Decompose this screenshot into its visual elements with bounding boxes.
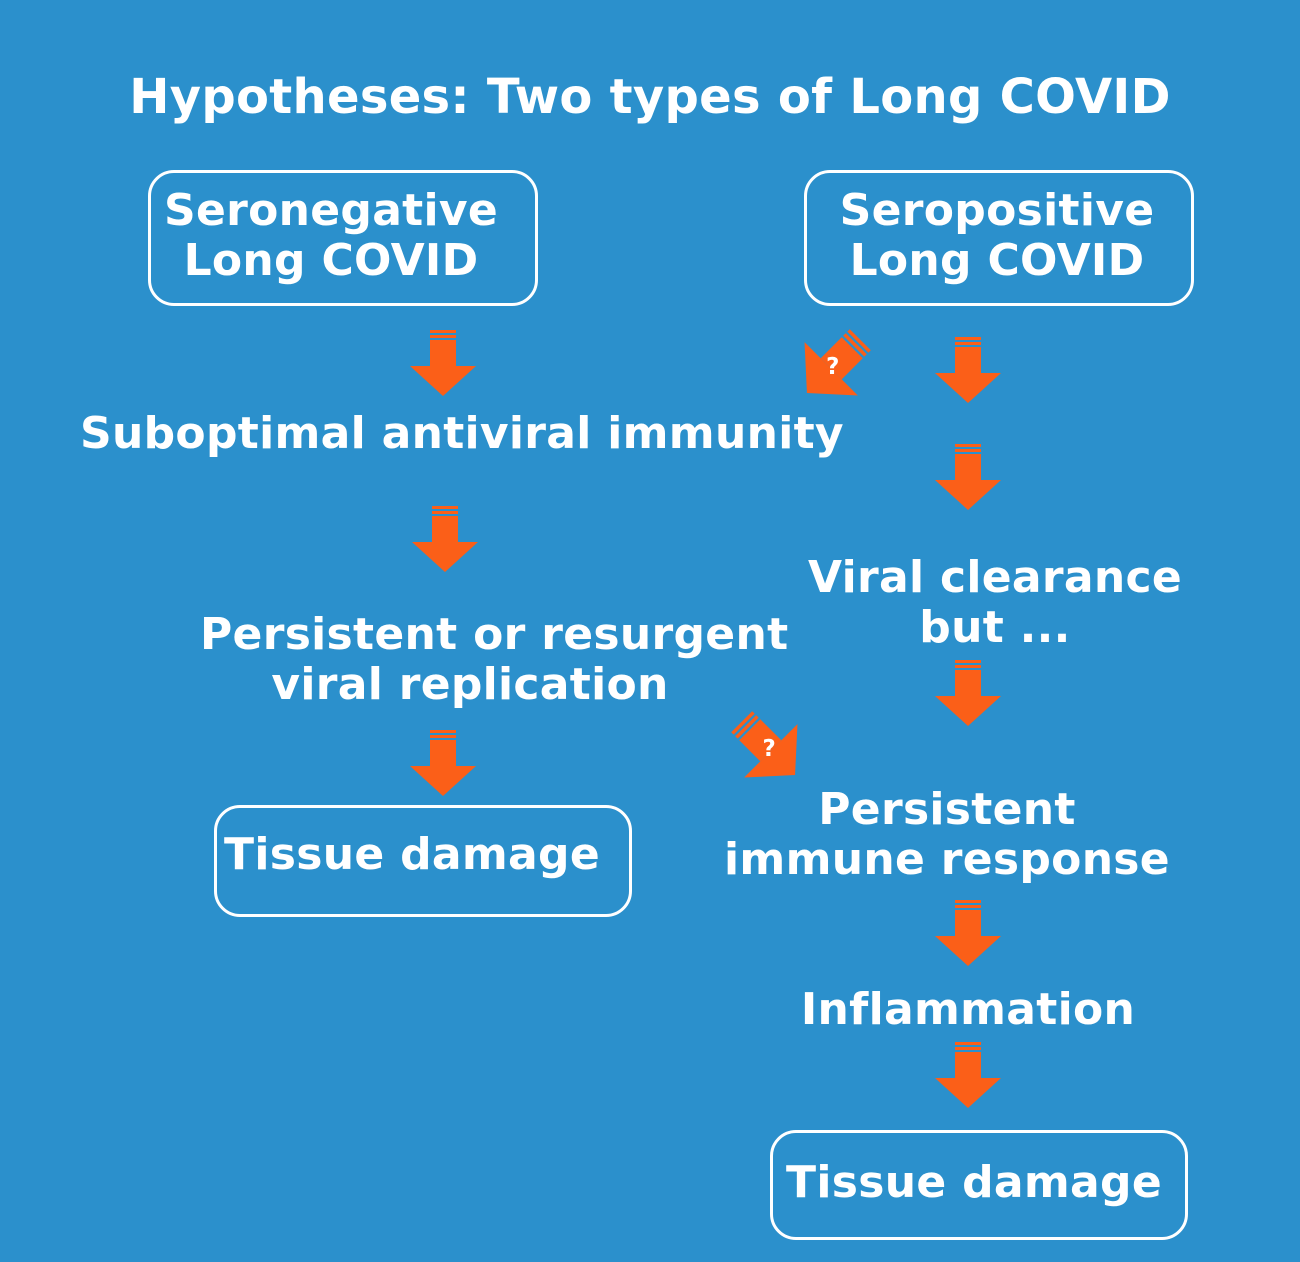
immune-response-text: Persistent immune response — [720, 785, 1174, 885]
viral-clearance-line1: Viral clearance — [808, 552, 1182, 603]
inflammation-text: Inflammation — [800, 984, 1136, 1035]
right-tissue-damage-text: Tissue damage — [786, 1157, 1162, 1208]
question-arrow-icon: ? — [715, 695, 822, 802]
question-arrow-icon: ? — [780, 313, 887, 420]
question-mark-label: ? — [763, 736, 776, 762]
down-arrow-icon — [935, 660, 1001, 726]
seropositive-label-line1: Seropositive — [839, 185, 1155, 236]
immune-response-line1: Persistent — [818, 784, 1076, 835]
seropositive-box — [804, 170, 1194, 306]
left-tissue-damage-box — [214, 805, 632, 917]
left-tissue-damage-text: Tissue damage — [224, 829, 600, 880]
down-arrow-icon — [410, 330, 476, 396]
down-arrow-icon — [935, 900, 1001, 966]
viral-replication-text: Persistent or resurgent viral replicatio… — [200, 609, 789, 710]
down-arrow-icon — [412, 506, 478, 572]
viral-replication-line2: viral replication — [271, 659, 669, 710]
viral-replication-line1: Persistent or resurgent — [200, 609, 789, 660]
down-arrow-icon — [935, 337, 1001, 403]
diagram-title: Hypotheses: Two types of Long COVID — [129, 69, 1171, 125]
down-arrow-icon — [410, 730, 476, 796]
seronegative-label: Seronegative Long COVID — [148, 186, 514, 286]
seronegative-label-line2: Long COVID — [183, 235, 479, 286]
seronegative-box — [148, 170, 538, 306]
seropositive-label-line2: Long COVID — [849, 235, 1145, 286]
seronegative-label-line1: Seronegative — [163, 185, 499, 236]
suboptimal-immunity-text: Suboptimal antiviral immunity — [80, 408, 844, 459]
question-mark-label: ? — [826, 354, 839, 380]
immune-response-line2: immune response — [724, 834, 1170, 885]
down-arrow-icon — [935, 1042, 1001, 1108]
viral-clearance-text: Viral clearance but ... — [800, 553, 1190, 653]
seropositive-label: Seropositive Long COVID — [804, 186, 1190, 286]
right-tissue-damage-box — [770, 1130, 1188, 1240]
viral-clearance-line2: but ... — [919, 602, 1071, 653]
down-arrow-icon — [935, 444, 1001, 510]
